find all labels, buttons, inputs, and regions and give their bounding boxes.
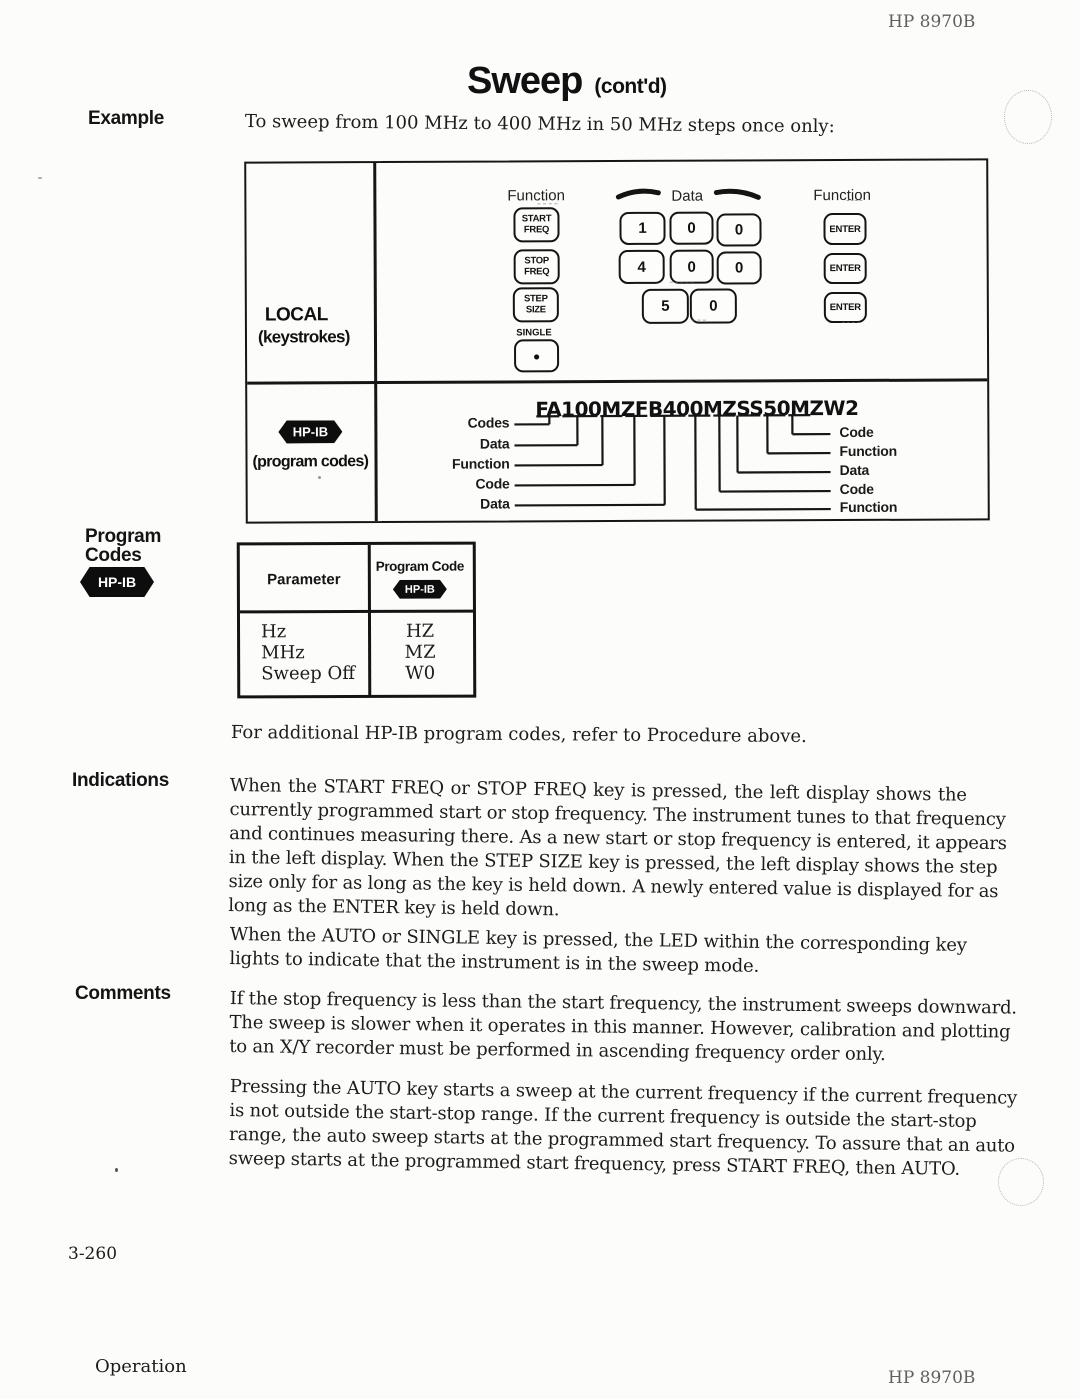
- section-label-comments: Comments: [75, 983, 171, 1004]
- punch-hole-top: [1004, 90, 1052, 144]
- table-header-divider: [239, 609, 473, 613]
- punch-hole-bottom: [998, 1158, 1044, 1206]
- ladder-label-right: Code: [839, 480, 874, 498]
- section-label-program-codes: Program Codes: [85, 527, 161, 565]
- ladder-label-right: Function: [839, 442, 898, 460]
- table-header-program-code: Program Code: [375, 558, 464, 574]
- scan-artifact: [691, 319, 706, 321]
- indications-paragraph-2: When the AUTO or SINGLE key is pressed, …: [229, 923, 967, 977]
- hpib-badge: HP-IB: [393, 580, 447, 599]
- hpib-note: For additional HP-IB program codes, refe…: [230, 722, 807, 748]
- scan-artifact: [846, 199, 863, 201]
- example-text: To sweep from 100 MHz to 400 MHz in 50 M…: [244, 111, 835, 138]
- ladder-label-left: Code: [475, 475, 510, 492]
- comments-paragraph-1: If the stop frequency is less than the s…: [229, 987, 1018, 1066]
- footer-model-number: HP 8970B: [888, 1368, 976, 1388]
- indications-paragraph-1: When the START FREQ or STOP FREQ key is …: [228, 774, 1007, 921]
- ladder-label-right: Data: [839, 461, 870, 479]
- scan-artifact: [841, 321, 860, 324]
- scan-speck: [38, 177, 42, 179]
- comments-paragraph-2: Pressing the AUTO key starts a sweep at …: [228, 1075, 1018, 1180]
- footer-section-name: Operation: [95, 1356, 187, 1377]
- ladder-label-left: Function: [451, 455, 510, 472]
- ladder-label-left: Data: [479, 435, 510, 452]
- section-label-example: Example: [88, 108, 165, 129]
- scan-artifact: [669, 281, 694, 283]
- keystroke-diagram-box: LOCAL (keystrokes) Function Data Functio…: [244, 158, 990, 524]
- ladder-label-right: Function: [839, 498, 898, 516]
- table-header-parameter: Parameter: [267, 571, 341, 589]
- data-swoosh-icon: [615, 188, 761, 200]
- program-codes-line2: Codes: [85, 545, 142, 566]
- scan-artifact: [537, 203, 558, 205]
- hpib-badge: HP-IB: [80, 567, 154, 597]
- ladder-lines: [514, 188, 831, 511]
- scan-speck: [115, 1168, 118, 1172]
- page-title: Sweep (cont'd): [467, 60, 667, 103]
- section-label-indications: Indications: [72, 770, 169, 791]
- page-number: 3-260: [68, 1244, 118, 1264]
- page-title-main: Sweep: [467, 60, 583, 102]
- program-codes-line1: Program: [85, 526, 162, 547]
- page-title-suffix: (cont'd): [594, 75, 667, 98]
- scan-speck: [318, 476, 321, 479]
- ladder-label-right: Code: [839, 423, 874, 441]
- ladder-label-left: Codes: [467, 414, 510, 431]
- ladder-label-left: Data: [480, 495, 510, 512]
- header-model-number: HP 8970B: [888, 12, 976, 32]
